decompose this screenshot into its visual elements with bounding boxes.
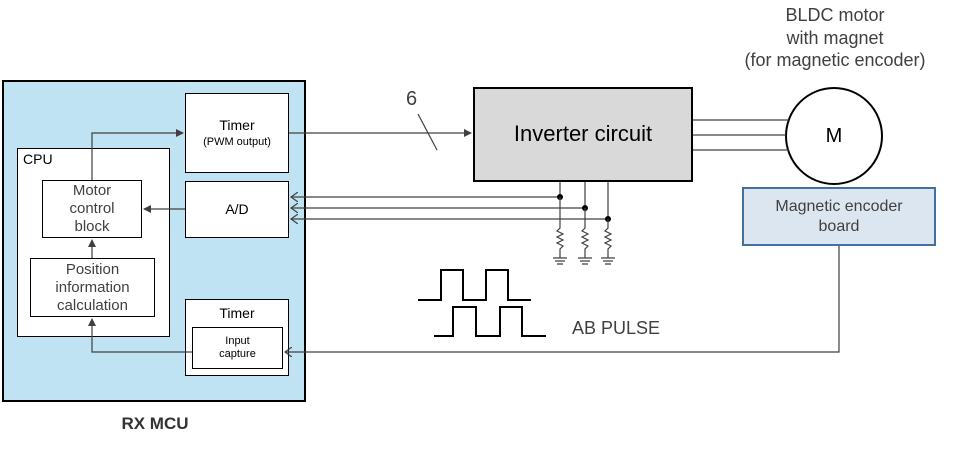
timer-capture-title: Timer xyxy=(219,305,255,321)
control-to-pwm-line xyxy=(91,129,184,180)
pulse-a-waveform xyxy=(418,269,531,301)
motor-caption-line1: BLDC motor xyxy=(785,5,885,25)
inverter-circuit-block: Inverter circuit xyxy=(473,87,693,182)
motor-control-label: Motor control block xyxy=(69,182,115,235)
capture-to-position-line xyxy=(88,318,192,353)
ad-converter-block: A/D xyxy=(185,181,289,238)
encoder-board-label: Magnetic encoder board xyxy=(775,198,903,235)
bus-count-label: 6 xyxy=(406,88,418,110)
input-capture-label: Input capture xyxy=(219,334,256,360)
motor-caption-line3: (for magnetic encoder) xyxy=(744,50,926,70)
inverter-circuit-label: Inverter circuit xyxy=(513,121,653,147)
ad-label: A/D xyxy=(225,201,249,218)
bus-slash xyxy=(417,113,438,151)
encoder-to-capture-line xyxy=(285,246,840,352)
pulse-b-waveform xyxy=(434,306,546,337)
motor-control-block: Motor control block xyxy=(42,180,142,238)
rx-mcu-label: RX MCU xyxy=(121,414,189,433)
bldc-motor: M xyxy=(785,87,883,185)
timer-pwm-block: Timer (PWM output) xyxy=(185,93,289,173)
cpu-label: CPU xyxy=(23,151,53,167)
phase-lines xyxy=(693,119,789,151)
position-calculation-label: Position information calculation xyxy=(55,260,130,314)
input-capture-block: Input capture xyxy=(192,327,283,369)
timer-pwm-subtitle: (PWM output) xyxy=(203,135,271,148)
motor-symbol: M xyxy=(825,124,843,147)
motor-caption-line2: with magnet xyxy=(786,27,884,48)
shunt-resistors xyxy=(553,197,615,265)
motor-caption: BLDC motor with magnet (for magnetic enc… xyxy=(710,4,960,72)
magnetic-encoder-board: Magnetic encoder board xyxy=(742,187,936,246)
position-calculation-block: Position information calculation xyxy=(30,258,155,317)
ab-pulse-label: AB PULSE xyxy=(572,318,661,338)
timer-pwm-title: Timer xyxy=(219,117,255,133)
